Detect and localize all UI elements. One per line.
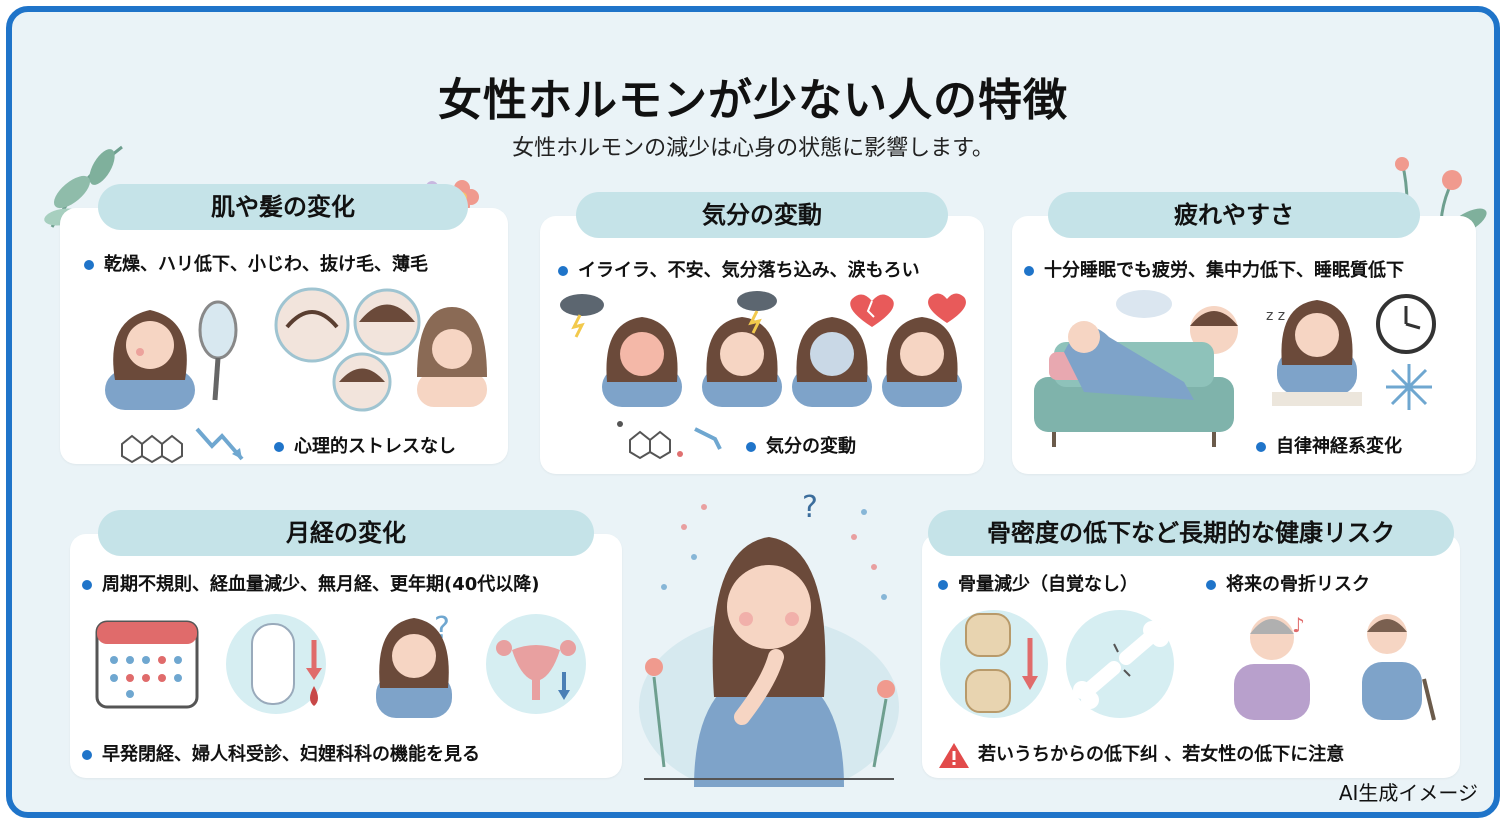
broken-heart-icon <box>928 293 966 323</box>
hair-loss-illustration <box>274 287 487 412</box>
svg-text:?: ? <box>802 490 818 525</box>
nerve-burst-icon <box>1386 364 1432 410</box>
bone-density-icon <box>940 610 1048 718</box>
mood-bullet: イライラ、不安、気分落ち込み、涙もろい <box>558 256 920 282</box>
svg-text:z z: z z <box>1266 308 1285 324</box>
menstrual-heading: 月経の変化 <box>98 510 594 556</box>
bullet-dot <box>82 750 92 760</box>
flower-icon <box>645 658 666 768</box>
infographic-frame: 女性ホルモンが少ない人の特徴 女性ホルモンの減少は心身の状態に影響します。 肌や… <box>6 6 1500 818</box>
bullet-dot <box>84 260 94 270</box>
clock-icon <box>1376 294 1436 354</box>
bullet-dot <box>558 266 568 276</box>
bullet-dot <box>938 580 948 590</box>
bullet-dot <box>274 442 284 452</box>
bullet-dot <box>82 580 92 590</box>
fatigue-bullet: 十分睡眠でも疲労、集中力低下、睡眠質低下 <box>1024 256 1404 282</box>
svg-text:♪: ♪ <box>1292 613 1305 637</box>
bullet-dot <box>1206 580 1216 590</box>
ai-generated-credit: AI生成イメージ <box>1338 781 1478 805</box>
skin-hair-heading: 肌や髪の変化 <box>98 184 468 230</box>
mood-sub-label: 気分の変動 <box>746 432 856 458</box>
page-title: 女性ホルモンが少ない人の特徴 <box>438 75 1068 126</box>
storm-cloud-icon <box>560 294 604 338</box>
mood-faces-illustration <box>560 291 966 407</box>
fatigue-heading: 疲れやすさ <box>1048 192 1420 238</box>
bone-risk-bullet-1: 骨量減少（自覚なし） <box>938 570 1138 596</box>
elderly-women-illustration: ♪ <box>1234 613 1436 721</box>
confused-woman-illustration: ? <box>376 611 452 718</box>
tired-woman-at-desk-illustration: z z <box>1266 300 1362 406</box>
broken-bone-icon <box>1066 610 1174 718</box>
mood-heading: 気分の変動 <box>576 192 948 238</box>
menstrual-bullet: 周期不規則、経血量減少、無月経、更年期(40代以降) <box>82 570 540 596</box>
bone-risk-warning: 若いうちからの低下纠 、若女性の低下に注意 <box>938 740 1344 769</box>
estrogen-molecule-icon <box>121 427 244 464</box>
woman-with-mirror-illustration <box>105 300 238 410</box>
flower-icon <box>872 680 895 768</box>
skin-hair-bullet: 乾燥、ハリ低下、小じわ、抜け毛、薄毛 <box>84 250 428 276</box>
bone-risk-heading: 骨密度の低下など長期的な健康リスク <box>928 510 1454 556</box>
page-subtitle: 女性ホルモンの減少は心身の状態に影響します。 <box>512 136 994 161</box>
uterus-icon <box>486 614 586 714</box>
neurotransmitter-molecule-icon <box>617 421 722 460</box>
bullet-dot <box>1024 266 1034 276</box>
skin-hair-sub-label: 心理的ストレスなし <box>274 432 456 458</box>
bullet-dot <box>1256 442 1266 452</box>
sanitary-pad-icon <box>226 614 326 714</box>
storm-cloud-icon <box>737 291 777 334</box>
broken-heart-icon <box>850 294 894 327</box>
bone-risk-bullet-2: 将来の骨折リスク <box>1206 570 1370 596</box>
calendar-icon <box>95 620 199 709</box>
bullet-dot <box>746 442 756 452</box>
menstrual-sub-label: 早発閉経、婦人科受診、妇娌科科の機能を見る <box>82 740 480 766</box>
fatigue-sub-label: 自律神経系変化 <box>1256 432 1402 458</box>
warning-icon <box>939 743 969 768</box>
central-worried-woman-illustration: ? <box>639 490 899 787</box>
woman-on-sofa-illustration <box>1034 290 1238 447</box>
